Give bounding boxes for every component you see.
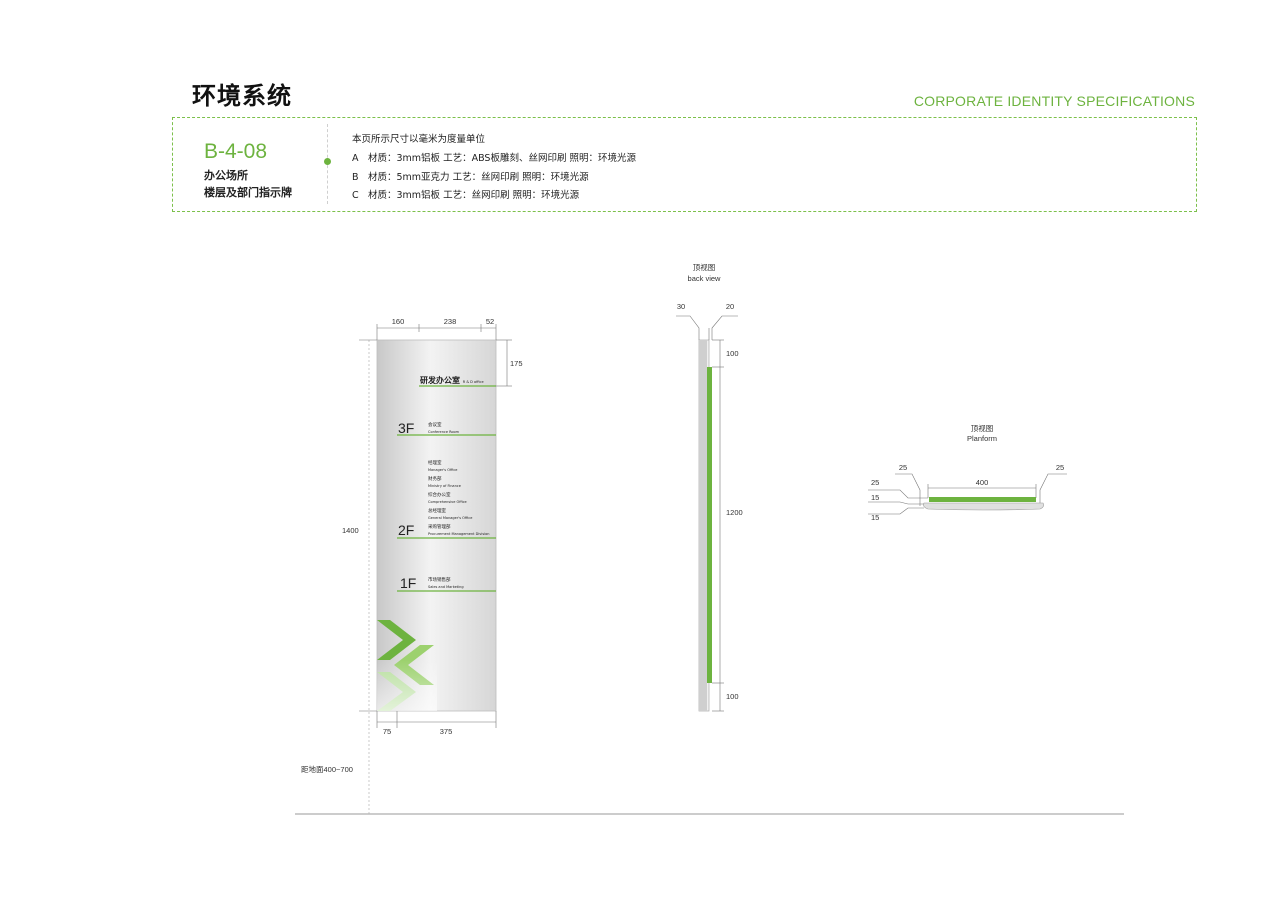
dim-25-right: 25 (1055, 463, 1065, 472)
dim-100-top: 100 (726, 349, 739, 358)
ground-distance-note: 距地面400~700 (301, 765, 353, 774)
info-box (172, 117, 1197, 212)
dim-15-a: 15 (871, 493, 880, 502)
floor2-number: 2F (398, 522, 415, 538)
item-name-line2: 楼层及部门指示牌 (204, 186, 292, 199)
plan-green-layer (929, 497, 1036, 502)
floor1-number: 1F (400, 575, 417, 591)
rd-office-label: 研发办公室 R & D office (420, 376, 484, 385)
dim-25-left: 25 (898, 463, 908, 472)
dim-238: 238 (443, 317, 457, 326)
dim-160: 160 (391, 317, 405, 326)
item-name-line1: 办公场所 (204, 169, 248, 182)
dim-20: 20 (725, 302, 735, 311)
dim-25-side: 25 (871, 478, 880, 487)
plan-base (923, 502, 1044, 511)
back-view-title-cn: 顶视图 (692, 263, 716, 272)
chevron-icon-1 (377, 620, 416, 660)
green-dot-icon (324, 158, 331, 165)
dim-15-b: 15 (871, 513, 880, 522)
floor3-number: 3F (398, 420, 415, 436)
plan-title-cn: 顶视图 (970, 424, 994, 433)
unit-note: 本页所示尺寸以毫米为度量单位 (352, 134, 486, 145)
back-view-title-en: back view (687, 274, 721, 283)
dim-375: 375 (439, 727, 453, 736)
dim-175: 175 (510, 359, 523, 368)
dim-1400: 1400 (342, 526, 359, 535)
plan-title-en: Planform (966, 434, 998, 443)
page-title: 环境系统 (192, 82, 292, 110)
item-code: B-4-08 (204, 140, 268, 163)
dim-75: 75 (382, 727, 392, 736)
dim-1200: 1200 (726, 508, 743, 517)
dim-52: 52 (485, 317, 495, 326)
dim-100-bottom: 100 (726, 692, 739, 701)
dim-30: 30 (676, 302, 686, 311)
corporate-identity-heading: CORPORATE IDENTITY SPECIFICATIONS (913, 93, 1195, 109)
dim-400: 400 (975, 478, 989, 487)
side-green-strip (707, 367, 712, 683)
